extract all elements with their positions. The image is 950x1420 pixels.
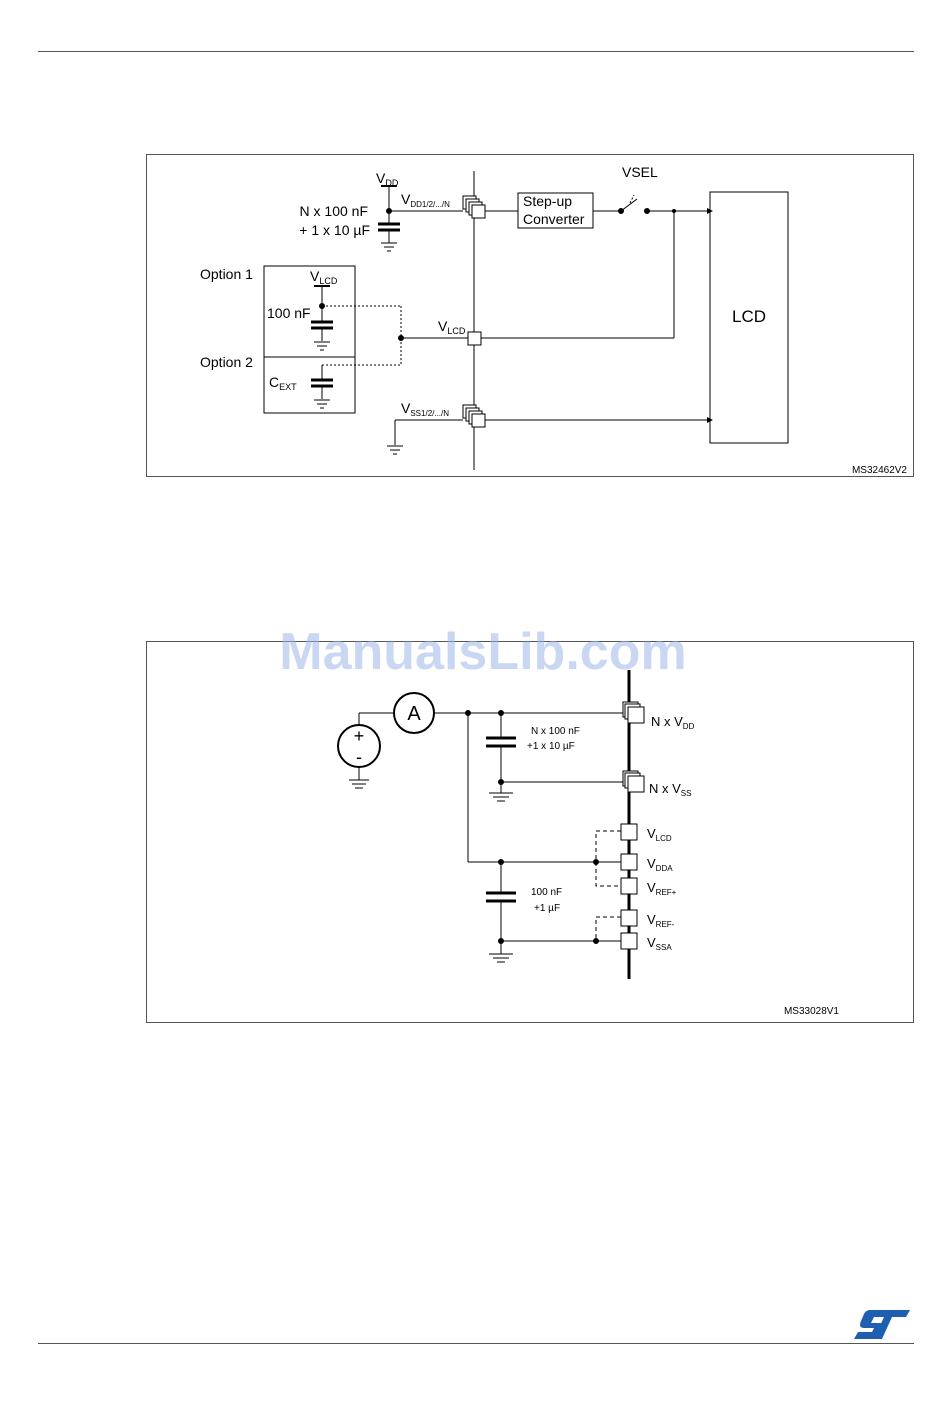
vlcd-box-label: VLCD bbox=[310, 268, 338, 286]
pin-label-vssa: VSSA bbox=[647, 935, 672, 952]
capacitor-symbol bbox=[311, 322, 333, 328]
lcd-supply-schematic: VDD N x 100 nF + 1 x 10 µF VDD1/2/.../N … bbox=[147, 155, 915, 478]
cap1-line2: +1 x 10 µF bbox=[527, 741, 575, 752]
vss-stacked-pins bbox=[623, 771, 644, 792]
source-plus: + bbox=[354, 726, 365, 746]
ground-symbol bbox=[349, 780, 369, 788]
pin-label-vref-minus: VREF- bbox=[647, 912, 675, 929]
cap-100nf-label: 100 nF bbox=[267, 305, 311, 321]
cap1-line1: N x 100 nF bbox=[531, 726, 580, 737]
st-logo bbox=[852, 1306, 912, 1342]
vss-pins-label: VSS1/2/.../N bbox=[401, 400, 449, 418]
ground-symbol bbox=[489, 793, 513, 801]
stepup-label-1: Step-up bbox=[523, 193, 572, 209]
pin-label-vref-plus: VREF+ bbox=[647, 880, 677, 897]
lcd-label: LCD bbox=[732, 307, 766, 326]
vlcd-pin-label: VLCD bbox=[438, 318, 466, 336]
cap2-line1: 100 nF bbox=[531, 887, 562, 898]
pin-label-vlcd: VLCD bbox=[647, 826, 672, 843]
footer-rule bbox=[38, 1343, 914, 1344]
vdd-pins-label: VDD1/2/.../N bbox=[401, 191, 450, 209]
vdd-stacked-pins bbox=[463, 196, 485, 218]
vdd-label: VDD bbox=[376, 170, 399, 188]
vsel-switch bbox=[621, 199, 637, 211]
header-rule bbox=[38, 51, 914, 52]
ground-symbol bbox=[387, 446, 403, 454]
lcd-supply-diagram: VDD N x 100 nF + 1 x 10 µF VDD1/2/.../N … bbox=[146, 154, 914, 477]
current-measurement-diagram: + - A N x 100 nF +1 x 10 µF 100 nF +1 µF… bbox=[146, 641, 914, 1023]
ground-symbol bbox=[381, 243, 397, 251]
vssa-pin bbox=[621, 933, 637, 949]
cap-top-line1: N x 100 nF bbox=[300, 203, 368, 219]
capacitor-symbol bbox=[311, 380, 333, 386]
figure-ref: MS32462V2 bbox=[852, 465, 907, 476]
junction-dot bbox=[387, 209, 392, 214]
vref-minus-pin bbox=[621, 910, 637, 926]
cap-top-line2: + 1 x 10 µF bbox=[299, 222, 370, 238]
vdd-stacked-pins bbox=[623, 702, 644, 723]
option1-label: Option 1 bbox=[200, 266, 253, 282]
ground-symbol bbox=[314, 342, 330, 350]
vref-plus-pin bbox=[621, 878, 637, 894]
vss-stacked-pins bbox=[463, 405, 485, 427]
ground-symbol bbox=[489, 954, 513, 962]
source-minus: - bbox=[356, 747, 362, 767]
vlcd-pin bbox=[621, 824, 637, 840]
capacitor-symbol bbox=[378, 224, 400, 230]
vdda-pin bbox=[621, 854, 637, 870]
vlcd-pin bbox=[468, 332, 481, 345]
cext-label: CEXT bbox=[269, 374, 297, 392]
vsel-label: VSEL bbox=[622, 164, 658, 180]
figure-ref: MS33028V1 bbox=[784, 1006, 839, 1017]
ground-symbol bbox=[314, 400, 330, 408]
cap2-line2: +1 µF bbox=[534, 903, 560, 914]
stepup-label-2: Converter bbox=[523, 211, 585, 227]
pin-label-nvdd: N x VDD bbox=[651, 714, 695, 731]
pin-label-vdda: VDDA bbox=[647, 856, 673, 873]
option2-label: Option 2 bbox=[200, 354, 253, 370]
pin-label-nvss: N x VSS bbox=[649, 781, 691, 798]
ammeter-label: A bbox=[407, 703, 421, 725]
current-measurement-schematic: + - A N x 100 nF +1 x 10 µF 100 nF +1 µF… bbox=[147, 642, 915, 1024]
capacitor-symbol bbox=[486, 893, 516, 901]
capacitor-symbol bbox=[486, 738, 516, 746]
